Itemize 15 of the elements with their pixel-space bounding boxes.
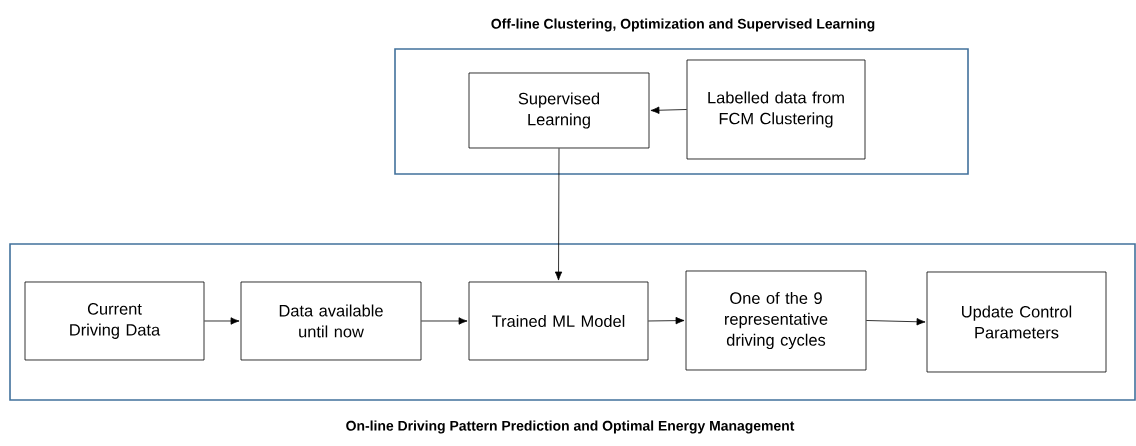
- arrow: [650, 106, 687, 114]
- node-label: Off-line Clustering, Optimization and Supervised Learning: [491, 18, 875, 32]
- arrow: [554, 148, 563, 281]
- node-label: On-line Driving Pattern Prediction and Optimal Energy Management: [346, 420, 795, 434]
- process-box: Update Control Parameters: [926, 271, 1107, 373]
- arrow: [648, 316, 685, 325]
- process-box: Supervised Learning: [468, 72, 650, 149]
- process-box: Labelled data from FCM Clustering: [686, 59, 866, 160]
- process-box: One of the 9 representative driving cycles: [685, 270, 867, 371]
- process-box: Trained ML Model: [468, 281, 649, 361]
- process-box: Current Driving Data: [24, 281, 205, 361]
- arrow: [204, 317, 240, 325]
- arrow: [421, 317, 468, 325]
- process-box: Data available until now: [240, 281, 422, 361]
- arrow: [866, 318, 926, 326]
